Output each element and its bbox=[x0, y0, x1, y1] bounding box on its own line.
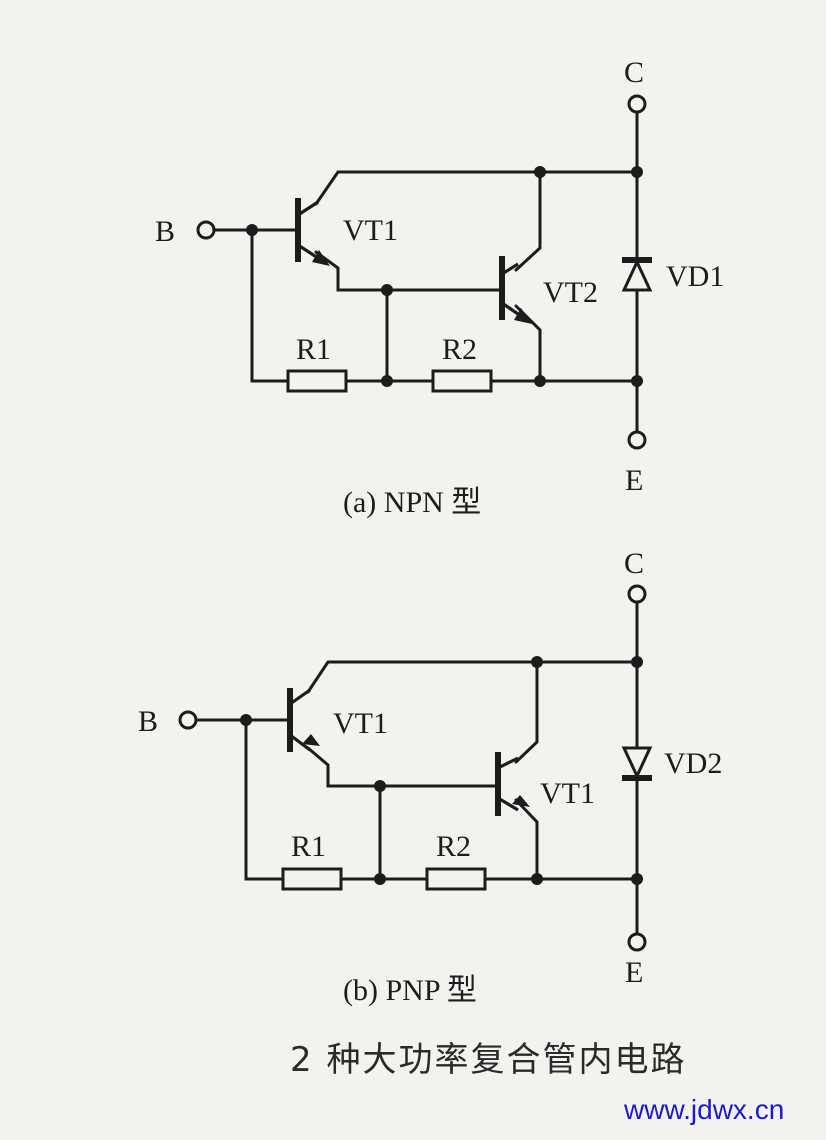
terminal-b-b bbox=[178, 710, 198, 730]
wire-vt1-emitter-a bbox=[314, 250, 502, 292]
junction-dot bbox=[381, 375, 393, 387]
wire-top-collector-b bbox=[306, 660, 639, 694]
label-vt1-second-b: VT1 bbox=[540, 777, 595, 810]
junction-dot bbox=[534, 375, 546, 387]
watermark-url: www.jdwx.cn bbox=[624, 1094, 785, 1125]
caption-a: (a) NPN 型 bbox=[343, 486, 481, 519]
junction-dot bbox=[631, 656, 643, 668]
label-c-a: C bbox=[624, 56, 644, 89]
diagram-npn: B C E VT1 VT2 VD1 R1 R2 (a) NPN 型 bbox=[155, 56, 724, 519]
r1-resistor-b bbox=[281, 867, 343, 891]
terminal-c-a bbox=[627, 94, 647, 114]
vt1-emitter-lead-b bbox=[289, 733, 311, 752]
terminal-e-a bbox=[627, 430, 647, 450]
label-vd1-a: VD1 bbox=[666, 260, 724, 293]
junction-dot bbox=[240, 714, 252, 726]
label-e-a: E bbox=[625, 464, 643, 497]
vt1-arrow-icon-a bbox=[312, 250, 330, 266]
wire-vt2-collector-b bbox=[514, 660, 539, 764]
caption-b: (b) PNP 型 bbox=[343, 974, 477, 1007]
vt2-collector-lead-b bbox=[497, 756, 519, 770]
vt1-collector-lead-a bbox=[297, 200, 319, 217]
junction-dot bbox=[531, 873, 543, 885]
vt1-collector-lead-b bbox=[289, 688, 311, 706]
vt1-arrow-icon-b bbox=[302, 734, 320, 746]
label-r1-b: R1 bbox=[291, 830, 326, 863]
wire-vt2-collector-a bbox=[514, 170, 542, 272]
label-b-b: B bbox=[138, 705, 158, 738]
wire-base-r1-a bbox=[250, 228, 290, 383]
r1-resistor-a bbox=[286, 369, 348, 393]
label-e-b: E bbox=[625, 956, 643, 989]
vt2-arrow-icon-b bbox=[512, 795, 530, 807]
junction-dot bbox=[246, 224, 258, 236]
label-r2-a: R2 bbox=[442, 333, 477, 366]
label-c-b: C bbox=[624, 547, 644, 580]
junction-dot bbox=[531, 656, 543, 668]
junction-dot bbox=[631, 375, 643, 387]
junction-dot bbox=[381, 284, 393, 296]
wire-vt2-emitter-b bbox=[514, 798, 539, 881]
junction-dot bbox=[534, 166, 546, 178]
label-vt2-a: VT2 bbox=[543, 276, 598, 309]
r2-resistor-a bbox=[431, 369, 493, 393]
vt2-emitter-lead-a bbox=[501, 301, 519, 316]
wire-base-r1-b bbox=[244, 718, 285, 881]
r2-resistor-b bbox=[425, 867, 487, 891]
junction-dot bbox=[631, 873, 643, 885]
vd2-diode-icon-b bbox=[621, 746, 653, 780]
terminal-e-b bbox=[627, 932, 647, 952]
terminal-b-a bbox=[196, 220, 216, 240]
vt2-collector-lead-a bbox=[501, 262, 519, 276]
label-vt1-a: VT1 bbox=[343, 214, 398, 247]
vt2-arrow-icon-a bbox=[514, 308, 532, 324]
label-vd2-b: VD2 bbox=[664, 747, 722, 780]
junction-dot bbox=[374, 873, 386, 885]
junction-dot bbox=[374, 780, 386, 792]
diagram-pnp: B C E VT1 VT1 VD2 R1 R2 (b) PNP 型 bbox=[138, 547, 722, 1007]
terminal-c-b bbox=[627, 584, 647, 604]
vd1-diode-icon-a bbox=[621, 258, 653, 292]
junction-dot bbox=[631, 166, 643, 178]
label-r2-b: R2 bbox=[436, 830, 471, 863]
label-r1-a: R1 bbox=[296, 333, 331, 366]
wire-top-collector-a bbox=[314, 170, 639, 206]
label-vt1-b: VT1 bbox=[333, 707, 388, 740]
vt1-emitter-lead-a bbox=[297, 243, 319, 260]
label-b-a: B bbox=[155, 215, 175, 248]
wire-vt1-emitter-b bbox=[306, 746, 498, 788]
vt2-emitter-lead-b bbox=[497, 796, 519, 812]
figure-title: 2 种大功率复合管内电路 bbox=[290, 1040, 687, 1080]
